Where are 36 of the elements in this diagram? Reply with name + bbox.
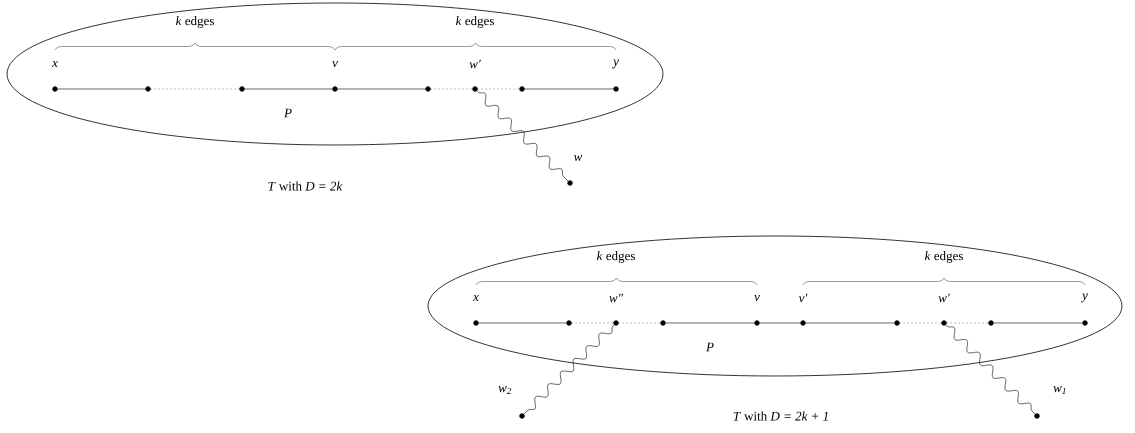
vertex-label: x [472, 295, 479, 301]
path-edge [478, 322, 567, 324]
path-edge [759, 322, 801, 324]
wavy-line [476, 90, 569, 182]
caption: T with D = 2k + 1 [733, 411, 828, 421]
vertex-label: y [612, 59, 619, 69]
vertex-label: x [51, 61, 58, 67]
brace-label: k edges [924, 251, 963, 263]
ellipse [6, 2, 664, 146]
vertex-label: y [1081, 293, 1088, 303]
path-label: P [284, 108, 292, 118]
dotted-line [150, 88, 240, 90]
vertex-label: w$_{2}$ [498, 386, 512, 394]
vertex-label: w″ [609, 293, 624, 303]
ellipse [427, 235, 1123, 377]
vertex-label: w [574, 154, 583, 162]
path-edge [993, 322, 1083, 324]
brace-label: k edges [176, 16, 214, 28]
vertex-label: v [332, 60, 338, 68]
path-edge [244, 88, 333, 90]
wavy-line [945, 324, 1036, 415]
wavy-line [523, 324, 615, 415]
path-edge [524, 88, 614, 90]
path-label: P [705, 342, 714, 352]
vertex-label: v [754, 294, 760, 302]
vertex-label: w′ [469, 59, 481, 69]
vertex-label: w′ [938, 293, 950, 303]
path-edge [665, 322, 755, 324]
vertex-label: w$_{1}$ [1053, 386, 1066, 394]
path-edge [57, 88, 146, 90]
brace-label: k edges [597, 251, 635, 263]
brace-label: k edges [456, 16, 494, 28]
path-edge [337, 88, 426, 90]
path-edge [805, 322, 895, 324]
caption: T with D = 2k [268, 181, 343, 191]
vertex-label: v′ [798, 293, 808, 303]
